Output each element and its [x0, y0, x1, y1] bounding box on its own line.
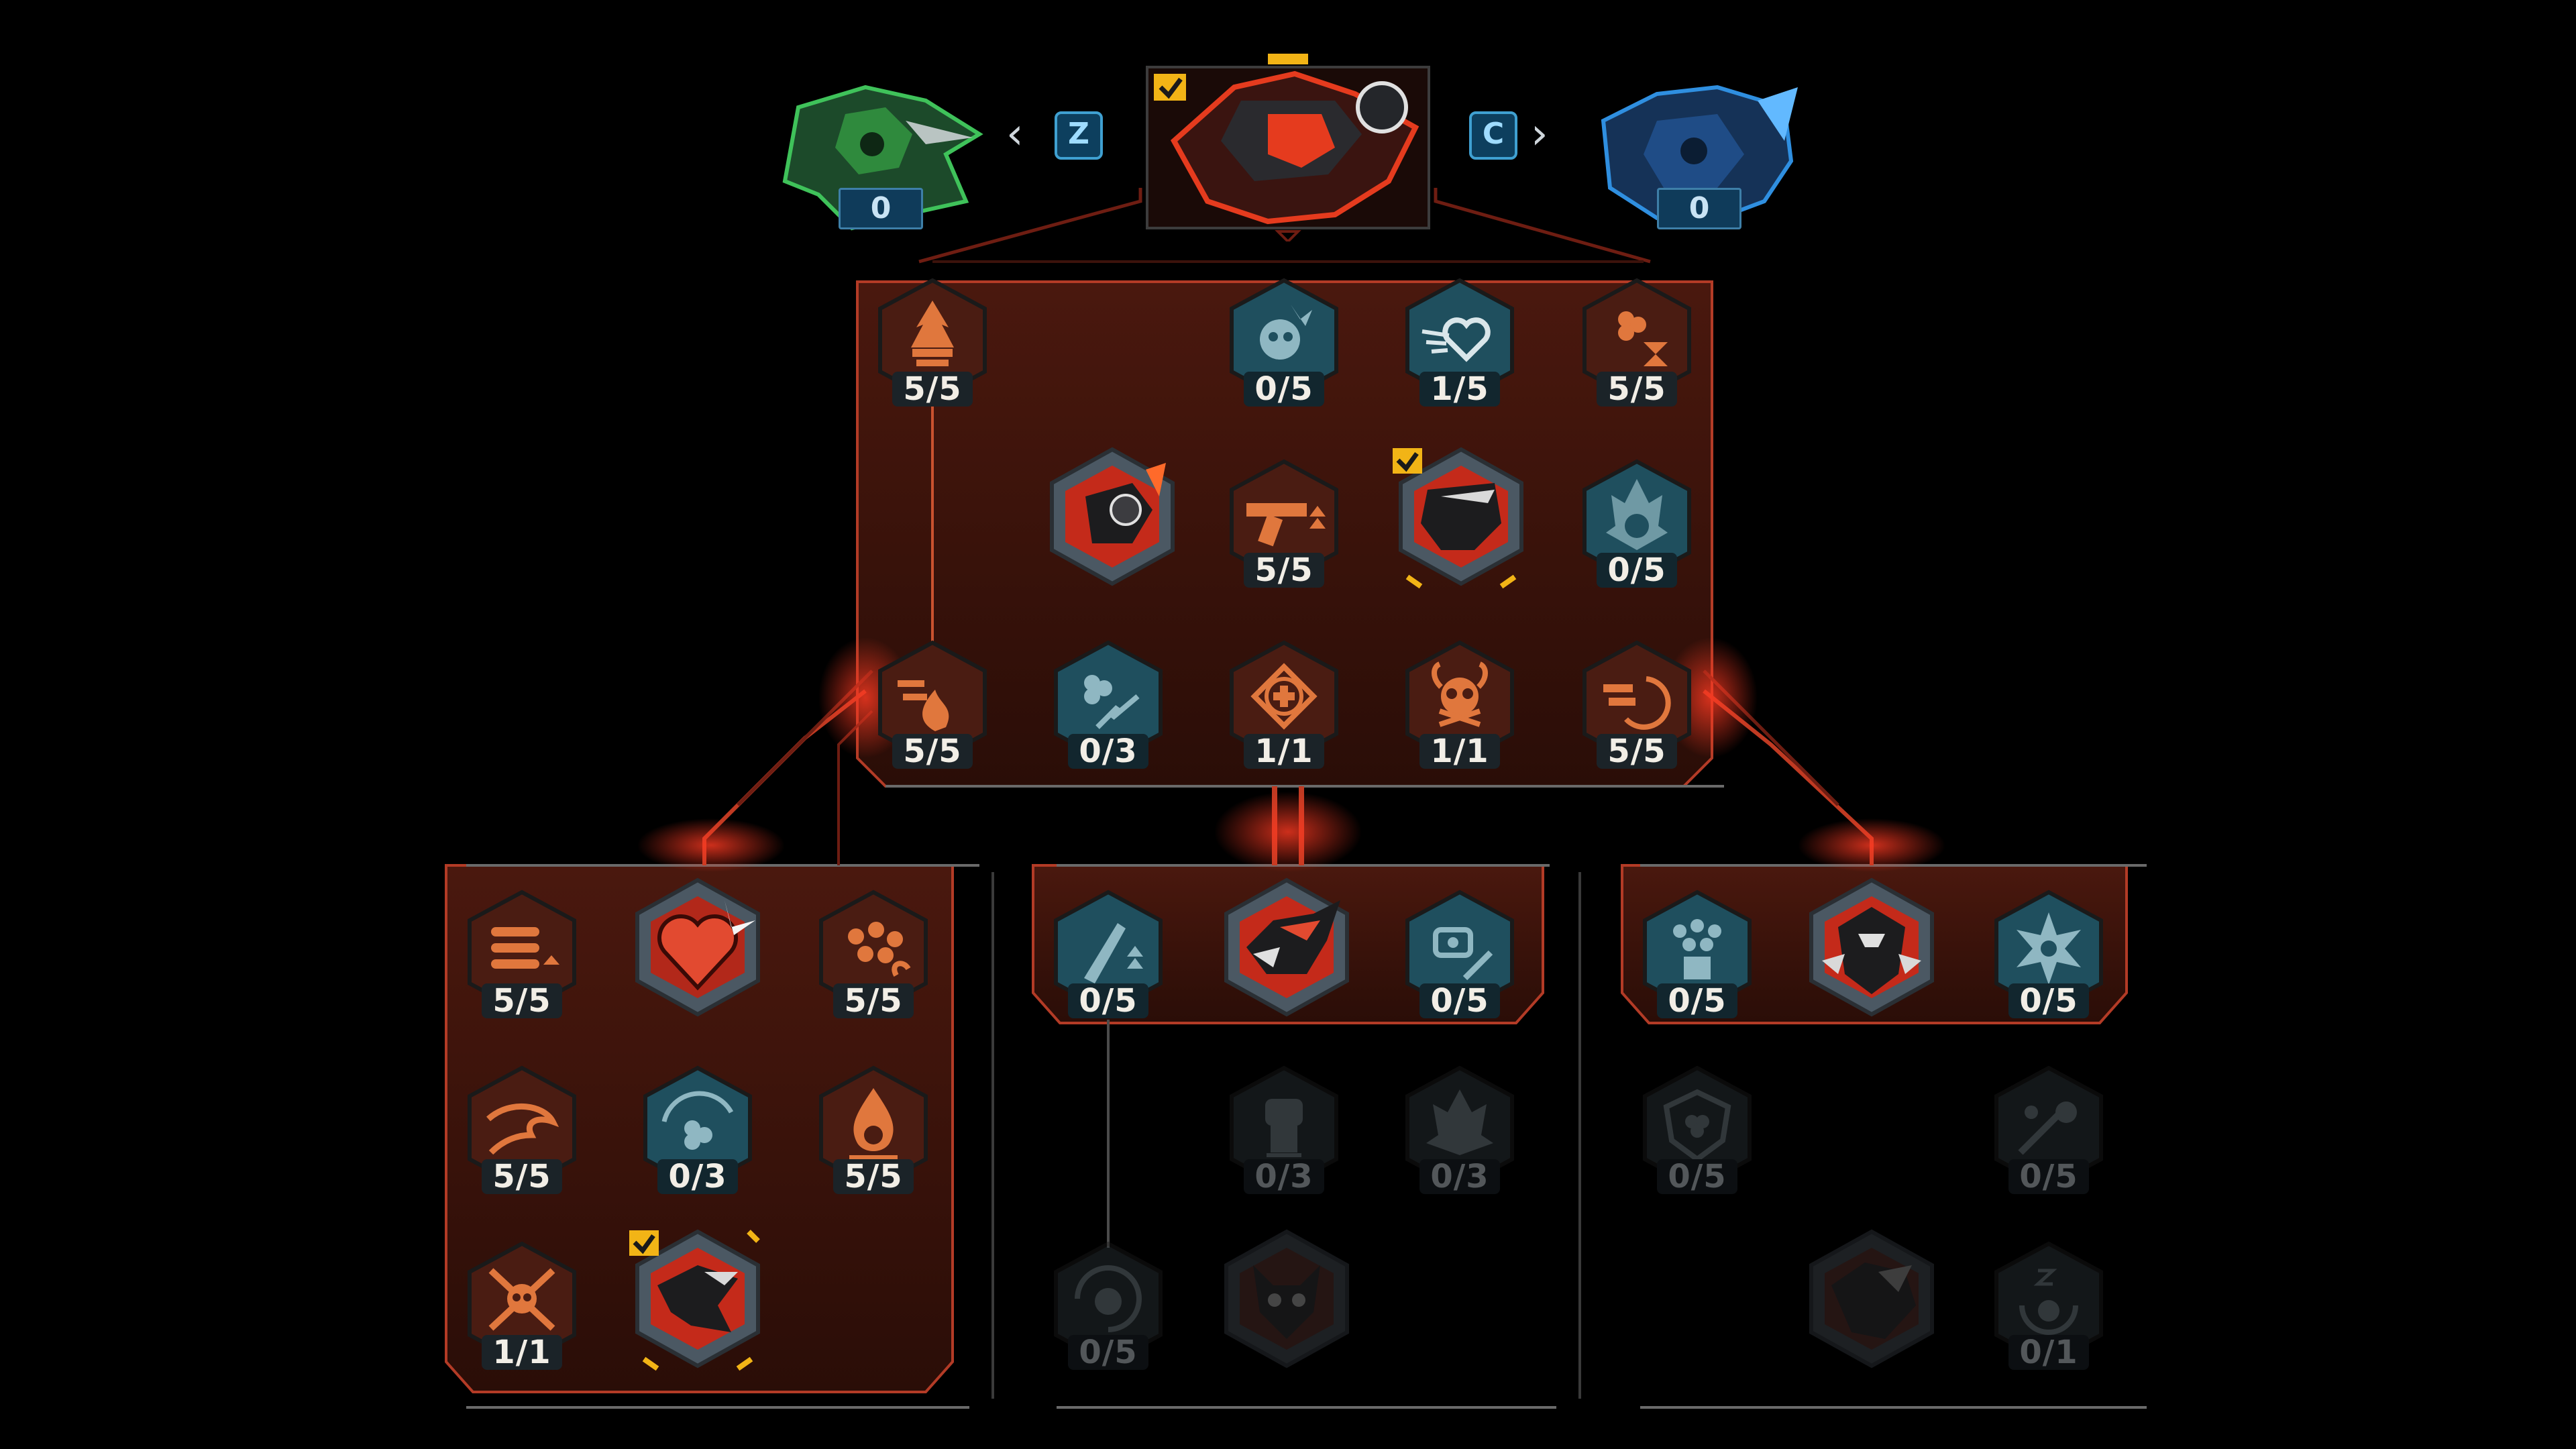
talent-level: 0/1 [2008, 1335, 2089, 1370]
revolver-up-icon [1230, 459, 1338, 584]
talent-level: 0/3 [657, 1159, 738, 1194]
talent-node[interactable]: 5/5 [1226, 459, 1342, 588]
talent-node[interactable]: 0/5 [1579, 459, 1695, 588]
talent-node[interactable]: 1/1 [1226, 640, 1342, 769]
flame-drop-icon [819, 1065, 928, 1190]
talent-node-locked[interactable]: 0/3 [1402, 1065, 1517, 1194]
blue-hunter-portrait-icon [1601, 85, 1798, 224]
talent-node[interactable]: 0/5 [1051, 890, 1166, 1018]
talent-level: 0/5 [1068, 983, 1148, 1018]
talent-level: 0/5 [1068, 1335, 1148, 1370]
fire-gunner-ability-icon [1050, 447, 1175, 586]
character-center-selected[interactable] [1134, 47, 1442, 241]
ability-node-masked-gunner[interactable] [1387, 443, 1535, 590]
character-left[interactable]: 0 [771, 80, 993, 235]
talent-level: 0/5 [1597, 553, 1677, 588]
talent-level: 1/5 [1419, 372, 1500, 407]
left-character-count: 0 [839, 188, 923, 229]
previous-character-arrow[interactable]: ‹ [1006, 109, 1024, 159]
spiked-flame-icon [1405, 1065, 1514, 1190]
talent-level: 0/3 [1244, 1159, 1324, 1194]
talent-node[interactable]: 5/5 [1579, 640, 1695, 769]
fist-rise-icon [1230, 1065, 1338, 1190]
talent-node[interactable]: 5/5 [464, 1065, 580, 1194]
armored-hunter-ability-icon [1809, 877, 1934, 1017]
talent-level: 0/5 [1419, 983, 1500, 1018]
ability-node-rage-beast[interactable] [1213, 873, 1360, 1021]
talent-node[interactable]: 0/5 [1991, 890, 2106, 1018]
talent-node[interactable]: 1/5 [1402, 278, 1517, 407]
talent-node-locked[interactable]: 0/1 [1991, 1241, 2106, 1370]
crow-dash-ability-icon [629, 1229, 760, 1371]
skull-burst-icon [1230, 278, 1338, 402]
talent-node[interactable]: 5/5 [875, 640, 990, 769]
talent-level: 5/5 [833, 1159, 914, 1194]
talent-level: 5/5 [833, 983, 914, 1018]
talent-node[interactable]: 5/5 [816, 890, 931, 1018]
talent-level: 0/3 [1419, 1159, 1500, 1194]
talent-node[interactable]: 5/5 [816, 1065, 931, 1194]
next-key-badge[interactable]: C [1469, 111, 1517, 160]
talent-level: 0/5 [2008, 983, 2089, 1018]
talent-node-locked[interactable]: 0/3 [1226, 1065, 1342, 1194]
gear-canister-icon [1405, 890, 1514, 1014]
ability-node-armored-hunter[interactable] [1798, 873, 1945, 1021]
sleep-ring-icon [1994, 1241, 2103, 1366]
slash-impact-icon [1994, 1065, 2103, 1190]
masked-gunner-ability-icon [1393, 447, 1523, 589]
talent-level: 5/5 [482, 1159, 562, 1194]
talent-level: 5/5 [1597, 372, 1677, 407]
talent-level: 0/3 [1068, 734, 1148, 769]
talent-level: 5/5 [1597, 734, 1677, 769]
talent-level: 1/1 [1244, 734, 1324, 769]
talent-level: 5/5 [482, 983, 562, 1018]
talent-node-locked[interactable]: 0/5 [1640, 1065, 1755, 1194]
talent-level: 0/5 [1657, 983, 1737, 1018]
talent-node[interactable]: 1/1 [1402, 640, 1517, 769]
crossed-swords-skull-icon [468, 1241, 576, 1366]
feral-beast-ability-icon [1809, 1229, 1934, 1368]
talent-level: 0/5 [1244, 372, 1324, 407]
skull-flame-icon [1582, 459, 1691, 584]
red-gunslinger-portrait-icon [1146, 54, 1430, 241]
clover-lightning-icon [1054, 640, 1163, 765]
right-character-count: 0 [1657, 188, 1741, 229]
ability-node-locked-beast[interactable] [1798, 1225, 1945, 1373]
medic-cross-icon [1230, 640, 1338, 765]
horned-demon-ability-icon [1224, 1229, 1349, 1368]
talent-level: 1/1 [482, 1335, 562, 1370]
previous-key-badge[interactable]: Z [1055, 111, 1103, 160]
talent-level: 5/5 [1244, 553, 1324, 588]
talent-node[interactable]: 5/5 [464, 890, 580, 1018]
talent-level: 1/1 [1419, 734, 1500, 769]
talent-node[interactable]: 5/5 [875, 278, 990, 407]
shield-clover-icon [1643, 1065, 1752, 1190]
rage-beast-ability-icon [1224, 877, 1349, 1017]
green-hunter-portrait-icon [782, 85, 983, 231]
talent-node[interactable]: 0/5 [1226, 278, 1342, 407]
horned-skull-icon [1405, 640, 1514, 765]
talent-node[interactable]: 0/5 [1402, 890, 1517, 1018]
talent-node[interactable]: 0/3 [1051, 640, 1166, 769]
next-character-arrow[interactable]: › [1531, 109, 1548, 159]
ability-node-burning-heart[interactable] [624, 873, 771, 1021]
talent-node[interactable]: 0/3 [640, 1065, 755, 1194]
talent-level: 5/5 [892, 734, 973, 769]
character-right[interactable]: 0 [1583, 80, 1805, 235]
talent-node[interactable]: 1/1 [464, 1241, 580, 1370]
talent-level: 0/5 [1657, 1159, 1737, 1194]
talent-node-locked[interactable]: 0/5 [1051, 1241, 1166, 1370]
ability-node-locked-demon[interactable] [1213, 1225, 1360, 1373]
talent-level: 0/5 [2008, 1159, 2089, 1194]
swirl-skull-icon [1054, 1241, 1163, 1366]
talent-node[interactable]: 0/5 [1640, 890, 1755, 1018]
talent-node[interactable]: 5/5 [1579, 278, 1695, 407]
talent-level: 5/5 [892, 372, 973, 407]
burning-heart-ability-icon [635, 877, 760, 1017]
ability-node-fire-gun[interactable] [1038, 443, 1186, 590]
ability-node-crow-dash[interactable] [624, 1225, 771, 1373]
talent-node-locked[interactable]: 0/5 [1991, 1065, 2106, 1194]
